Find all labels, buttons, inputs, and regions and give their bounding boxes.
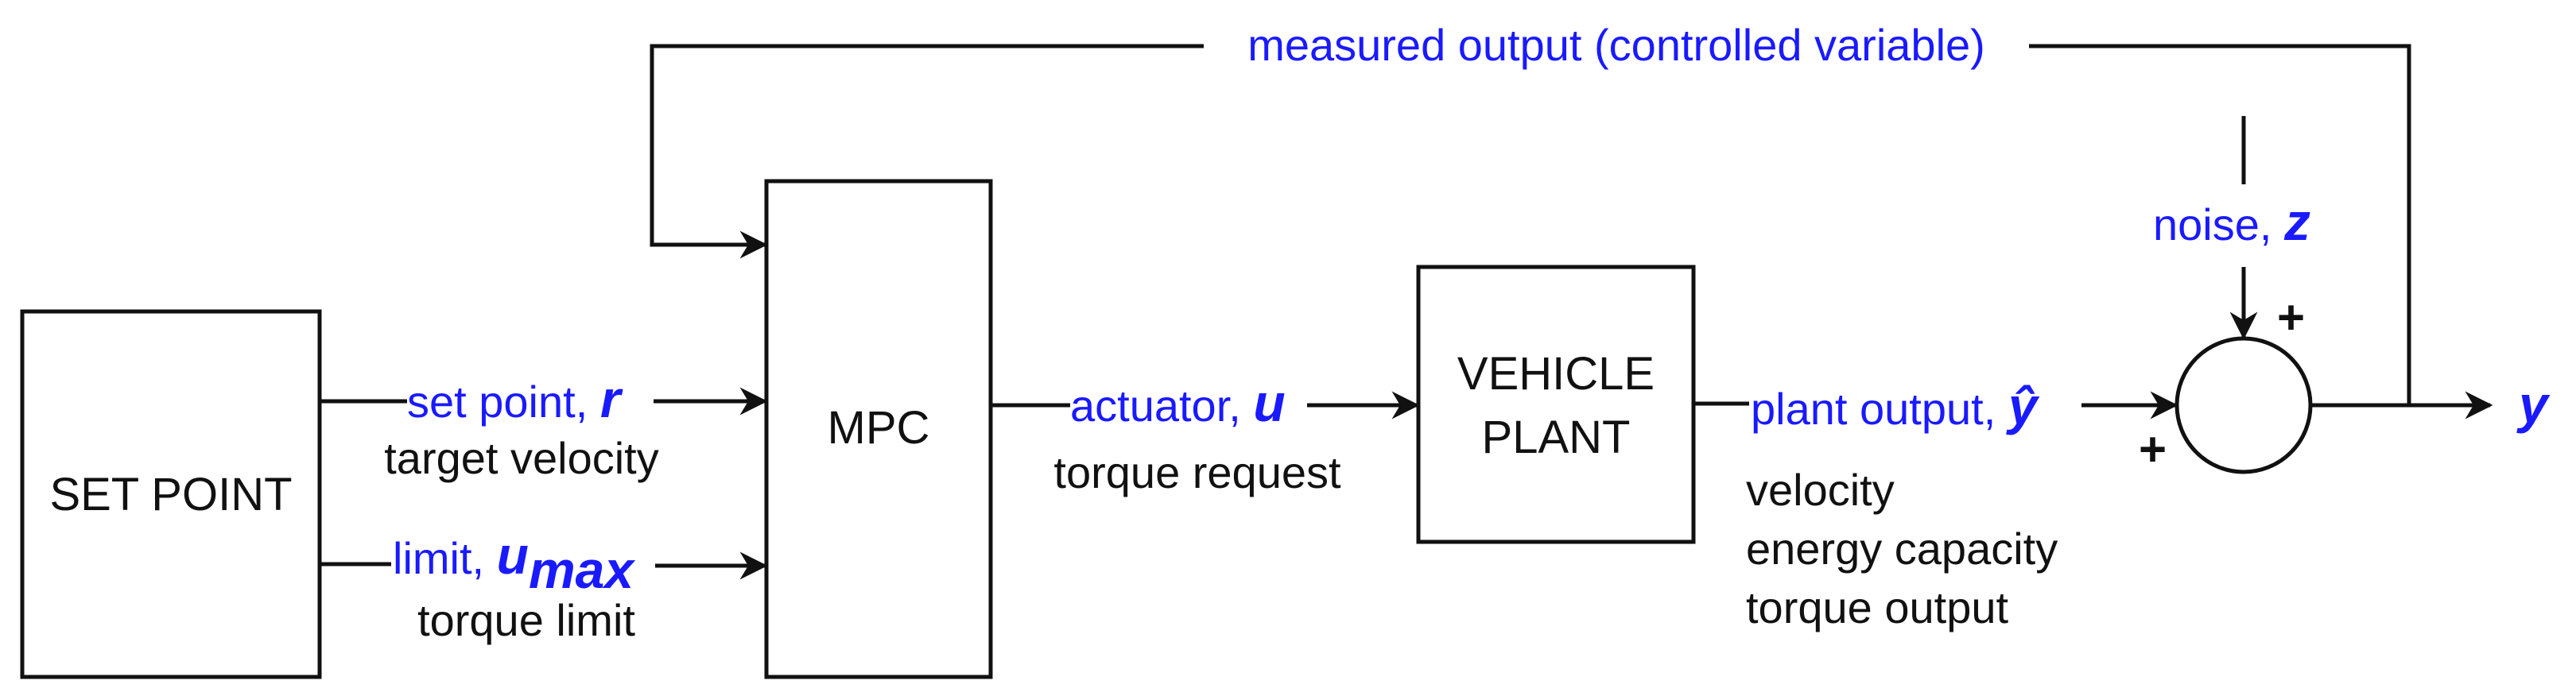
- noise-signal-label: noise, z: [2153, 192, 2310, 251]
- set-point-block-label: SET POINT: [49, 469, 292, 520]
- actuator-signal-label: actuator, u: [1070, 373, 1286, 432]
- feedback-label: measured output (controlled variable): [1247, 20, 1985, 70]
- set-point-signal-label: set point, r: [407, 369, 623, 428]
- torque-request-label: torque request: [1053, 447, 1341, 497]
- summing-junction: + +: [2139, 291, 2313, 476]
- actuator-signal: actuator, u torque request: [991, 373, 1420, 497]
- summing-plus-left: +: [2139, 423, 2167, 476]
- feedback-line-right: [2029, 44, 2411, 405]
- output-signal: y: [2310, 375, 2551, 434]
- set-point-signal: set point, r target velocity: [320, 369, 768, 483]
- summing-plus-top: +: [2277, 291, 2305, 344]
- mpc-block-label: MPC: [828, 402, 930, 454]
- plant-output-signal: plant output, ŷ velocity energy capacity…: [1693, 377, 2178, 632]
- torque-limit-label: torque limit: [417, 595, 635, 645]
- output-symbol: y: [2516, 375, 2551, 434]
- plant-output-signal-label: plant output, ŷ: [1751, 377, 2040, 435]
- mpc-block: MPC: [764, 179, 993, 679]
- feedback-loop: measured output (controlled variable): [650, 20, 2411, 405]
- set-point-block: SET POINT: [20, 309, 322, 679]
- plant-output-desc-energy: energy capacity: [1746, 524, 2058, 574]
- limit-signal-label: limit, umax: [393, 526, 635, 599]
- target-velocity-label: target velocity: [384, 433, 659, 483]
- feedback-line-left: [650, 44, 1204, 259]
- vehicle-plant-label-line2: PLANT: [1482, 412, 1631, 463]
- limit-signal: limit, umax torque limit: [320, 526, 768, 645]
- plant-output-desc-velocity: velocity: [1746, 465, 1895, 515]
- plant-output-desc-torque: torque output: [1746, 582, 2008, 632]
- vehicle-plant-label-line1: VEHICLE: [1457, 348, 1655, 400]
- noise-signal: noise, z: [2153, 116, 2310, 340]
- vehicle-plant-block: VEHICLE PLANT: [1416, 265, 1696, 544]
